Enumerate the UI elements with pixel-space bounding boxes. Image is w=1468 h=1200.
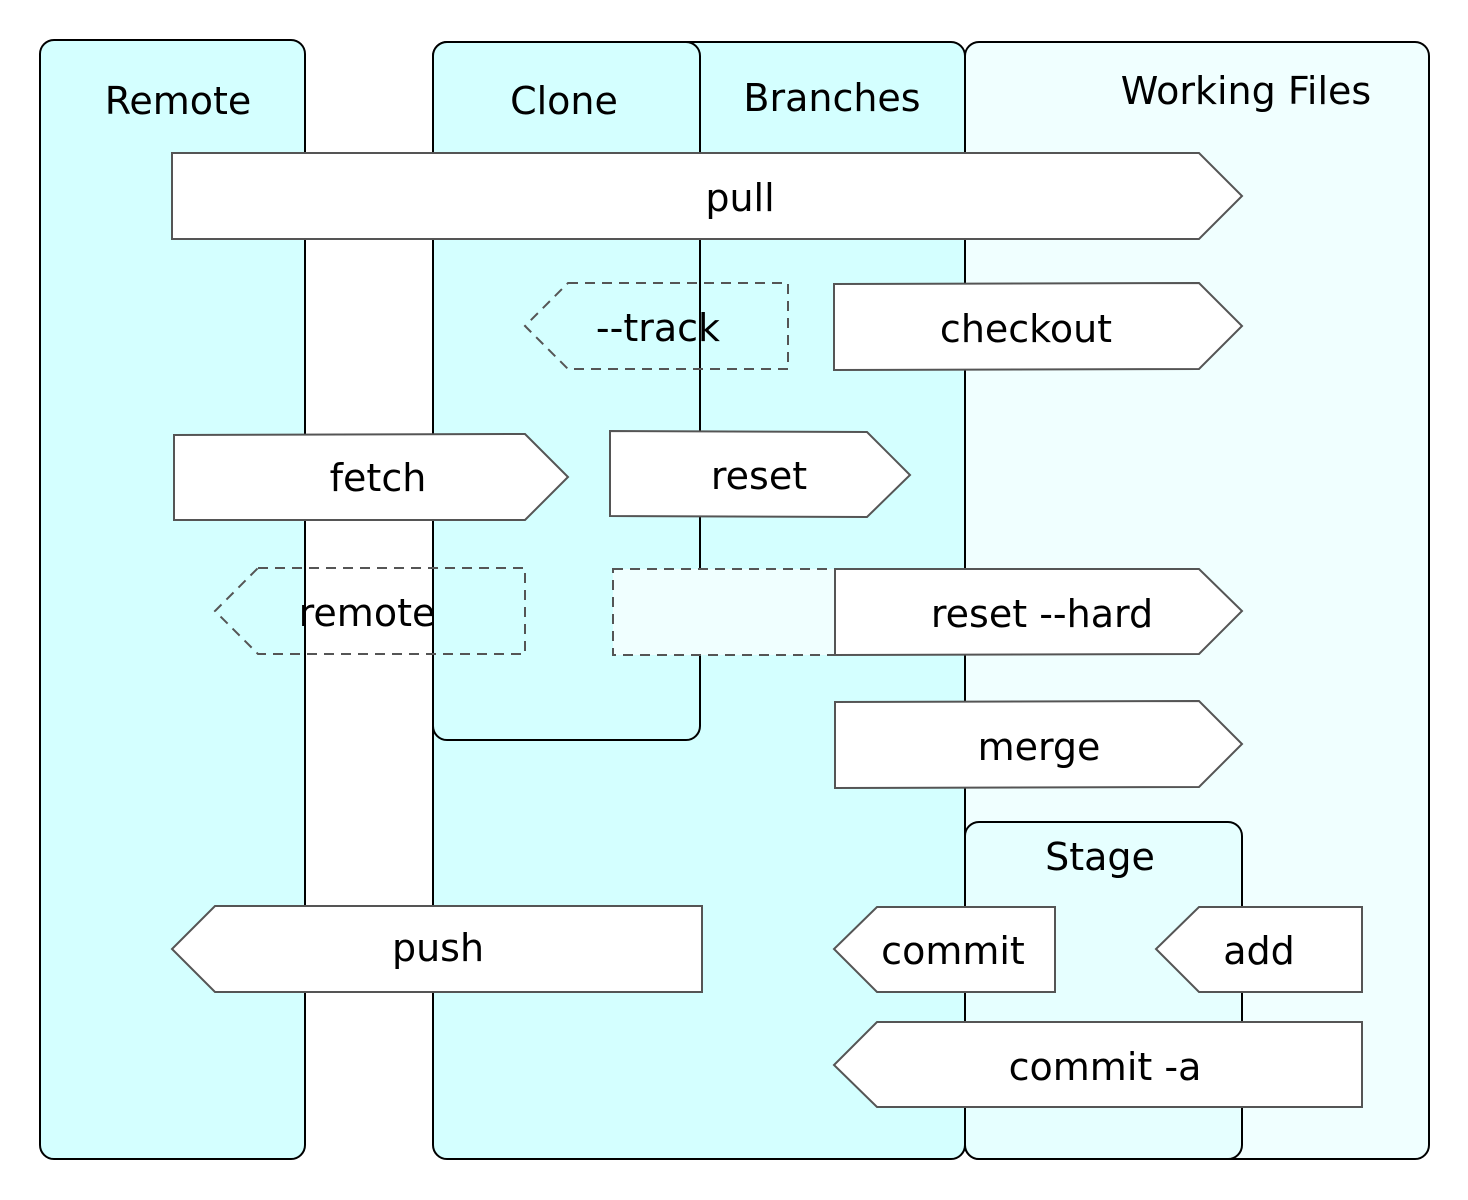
track-arrow — [523, 282, 789, 370]
working-files-lane-title: Working Files — [1121, 69, 1371, 113]
commit-arrow — [832, 906, 1056, 993]
merge-label: merge — [978, 725, 1101, 769]
stage-lane-title: Stage — [1045, 835, 1155, 879]
reset-hard-dashed-extension — [612, 568, 836, 656]
commit-a-label: commit -a — [1009, 1045, 1202, 1089]
reset-label: reset — [711, 454, 807, 498]
add-arrow — [1154, 906, 1363, 993]
merge-arrow — [834, 699, 1244, 790]
remote-lane-title: Remote — [105, 79, 252, 123]
add-label: add — [1223, 929, 1295, 973]
commit-label: commit — [881, 929, 1025, 973]
remote-lane — [39, 39, 306, 1160]
track-label: --track — [596, 306, 720, 350]
push-arrow — [170, 905, 703, 993]
fetch-arrow — [173, 432, 570, 521]
push-label: push — [392, 926, 484, 970]
reset-hard-arrow — [834, 568, 1244, 657]
reset-arrow — [609, 429, 912, 519]
fetch-label: fetch — [330, 456, 427, 500]
branches-lane-title: Branches — [743, 76, 920, 120]
checkout-arrow — [833, 281, 1244, 372]
pull-arrow — [171, 152, 1244, 240]
remote-arrow — [213, 567, 526, 655]
pull-label: pull — [705, 176, 774, 220]
reset-hard-label: reset --hard — [931, 592, 1153, 636]
remote-label: remote — [299, 591, 436, 635]
commit-a-arrow — [832, 1021, 1363, 1108]
checkout-label: checkout — [940, 307, 1112, 351]
clone-lane-title: Clone — [510, 79, 618, 123]
